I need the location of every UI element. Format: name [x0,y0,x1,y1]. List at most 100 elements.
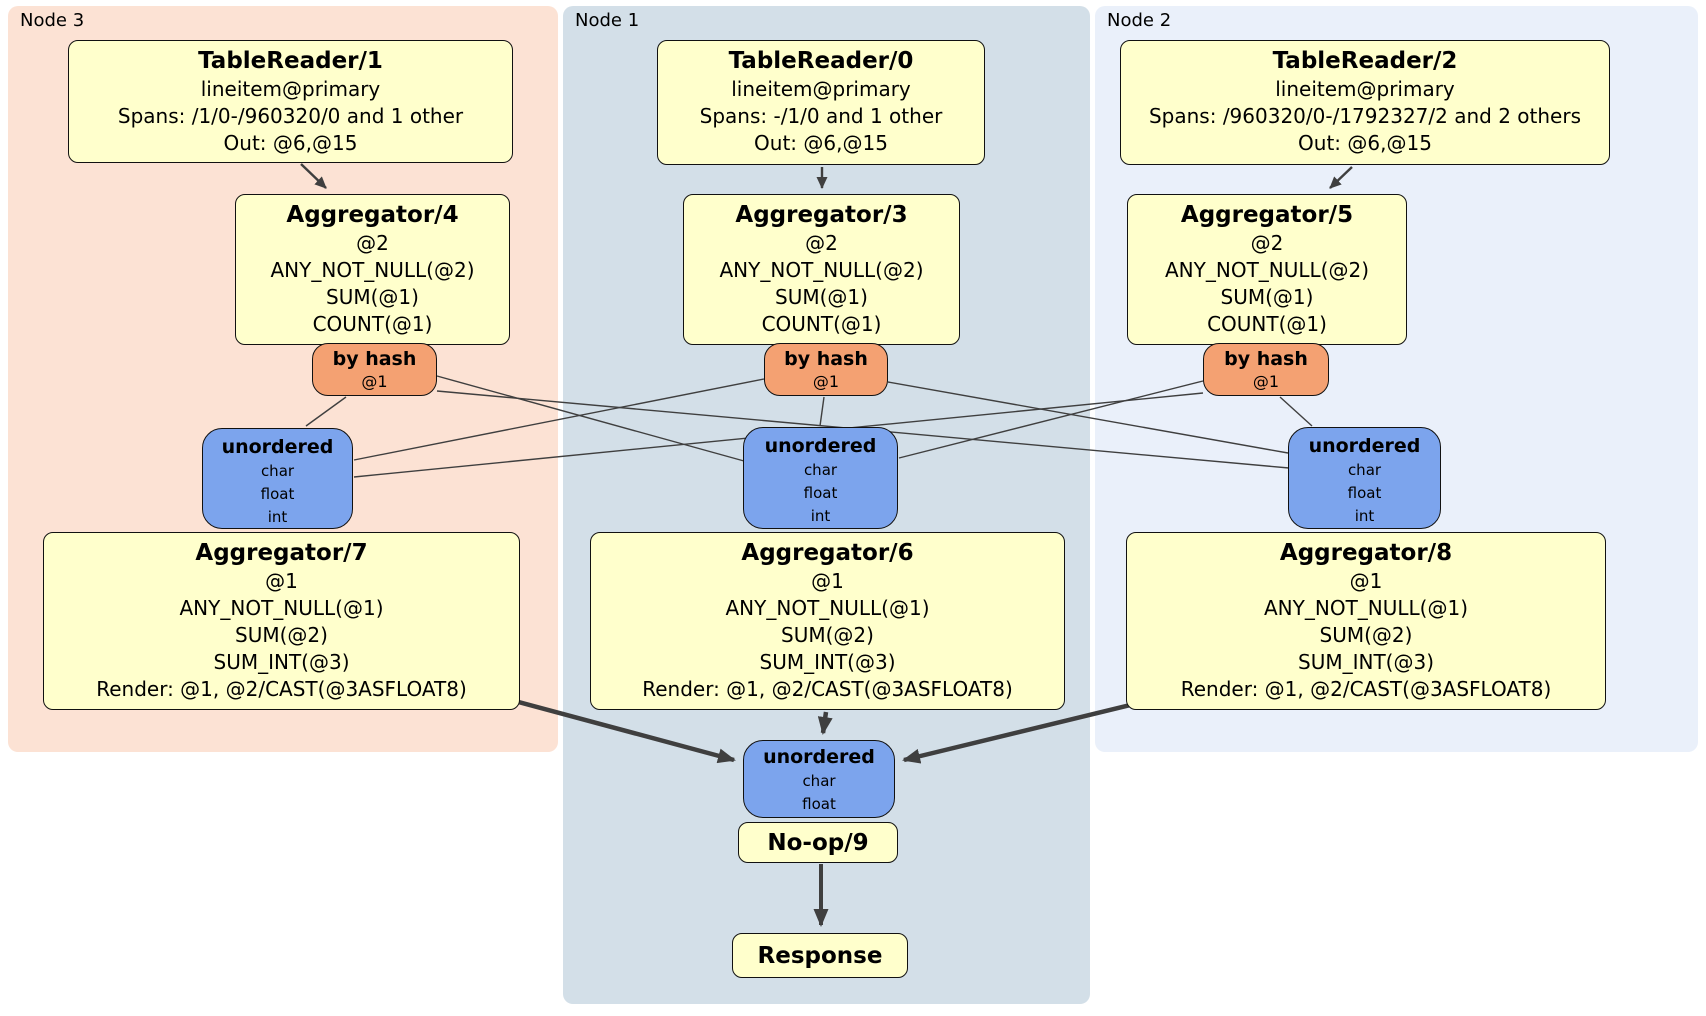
processor-line: lineitem@primary [1275,77,1455,101]
processor-title: Aggregator/5 [1180,202,1354,228]
processor-line: SUM(@2) [1319,623,1413,647]
processor-line: @2 [805,231,838,255]
stream-title: unordered [764,435,877,457]
processor-line: Render: @1, @2/CAST(@3ASFLOAT8) [96,677,467,701]
stream-title: unordered [221,436,334,458]
stream-unordered-node1: unordered char float int [743,427,898,529]
stream-type: char [802,772,836,790]
stream-type: float [1347,484,1382,502]
processor-line: SUM(@2) [235,623,328,647]
processor-line: ANY_NOT_NULL(@2) [1165,258,1369,282]
edge-hash1-stream2 [887,381,1289,454]
edge-hash1-stream3 [353,378,765,461]
processor-line: @1 [265,569,298,593]
processor-line: Render: @1, @2/CAST(@3ASFLOAT8) [642,677,1013,701]
stream-type: char [1347,461,1382,479]
processor-line: @1 [811,569,844,593]
processor-title: Response [757,942,883,969]
processor-tablereader-0: TableReader/0 lineitem@primary Spans: -/… [657,40,985,165]
stream-type: int [1354,507,1375,525]
processor-response: Response [732,933,908,978]
stream-type: int [810,507,831,525]
stream-type: float [260,485,295,503]
processor-line: SUM_INT(@3) [759,650,896,674]
processor-line: @2 [356,231,389,255]
processor-title: TableReader/1 [198,48,383,74]
router-detail: @1 [1252,372,1280,391]
processor-title: Aggregator/8 [1279,540,1453,566]
edge-hash3-stream3 [305,396,347,427]
processor-line: COUNT(@1) [1207,312,1327,336]
processor-line: Out: @6,@15 [754,131,888,155]
stream-unordered-node2: unordered char float int [1288,427,1441,529]
processor-line: COUNT(@1) [312,312,433,336]
processor-aggregator-8: Aggregator/8 @1 ANY_NOT_NULL(@1) SUM(@2)… [1126,532,1606,710]
node2-label: Node 2 [1107,10,1172,31]
router-by-hash-node1: by hash @1 [764,343,888,396]
processor-title: Aggregator/7 [195,540,368,566]
edge-agg8-final [902,698,1148,764]
processor-line: SUM_INT(@3) [1298,650,1434,674]
processor-title: Aggregator/6 [741,540,914,566]
router-detail: @1 [361,372,388,391]
processor-line: @2 [1250,231,1284,255]
node1-label: Node 1 [575,10,640,31]
processor-line: Spans: /960320/0-/1792327/2 and 2 others [1148,104,1581,128]
processor-line: SUM(@1) [775,285,868,309]
processor-aggregator-6: Aggregator/6 @1 ANY_NOT_NULL(@1) SUM(@2)… [590,532,1065,710]
edge-hash1-stream1 [819,396,825,427]
stream-type: char [803,461,838,479]
processor-line: Out: @6,@15 [1298,131,1432,155]
stream-unordered-final: unordered char float [743,740,895,818]
processor-line: ANY_NOT_NULL(@2) [719,258,924,282]
stream-type: float [802,795,836,813]
processor-line: SUM(@1) [326,285,419,309]
processor-line: COUNT(@1) [761,312,882,336]
processor-line: lineitem@primary [731,77,911,101]
router-by-hash-node3: by hash @1 [312,343,437,396]
stream-type: char [260,462,295,480]
processor-line: ANY_NOT_NULL(@1) [725,596,930,620]
router-by-hash-node2: by hash @1 [1203,343,1329,396]
processor-line: ANY_NOT_NULL(@1) [179,596,384,620]
processor-aggregator-7: Aggregator/7 @1 ANY_NOT_NULL(@1) SUM(@2)… [43,532,520,710]
node3-label: Node 3 [20,10,85,31]
router-title: by hash [332,348,417,370]
processor-line: SUM(@1) [1220,285,1314,309]
router-title: by hash [784,348,868,370]
processor-title: No-op/9 [767,829,869,856]
processor-title: TableReader/2 [1272,48,1458,74]
edge-tr2-agg5 [1329,166,1353,189]
stream-title: unordered [1308,435,1421,457]
processor-title: Aggregator/3 [735,202,908,228]
edge-tr1-agg4 [300,163,327,189]
processor-line: Render: @1, @2/CAST(@3ASFLOAT8) [1180,677,1552,701]
processor-tablereader-2: TableReader/2 lineitem@primary Spans: /9… [1120,40,1610,165]
edge-agg7-final [499,694,736,764]
edge-hash3-stream1 [436,375,745,462]
stream-unordered-node3: unordered char float int [202,428,353,529]
processor-line: SUM(@2) [781,623,874,647]
processor-line: Spans: -/1/0 and 1 other [699,104,943,128]
router-detail: @1 [812,372,840,391]
processor-line: Out: @6,@15 [223,131,358,155]
edge-agg6-final [817,711,833,735]
edge-hash2-stream2 [1279,396,1313,427]
router-title: by hash [1224,348,1308,370]
processor-aggregator-3: Aggregator/3 @2 ANY_NOT_NULL(@2) SUM(@1)… [683,194,960,345]
stream-title: unordered [763,746,875,768]
processor-line: Spans: /1/0-/960320/0 and 1 other [117,104,464,128]
processor-tablereader-1: TableReader/1 lineitem@primary Spans: /1… [68,40,513,163]
processor-line: @1 [1349,569,1383,593]
stream-type: int [267,508,288,526]
processor-title: Aggregator/4 [286,202,459,228]
processor-noop-9: No-op/9 [738,822,898,863]
processor-line: ANY_NOT_NULL(@2) [270,258,475,282]
processor-title: TableReader/0 [728,48,914,74]
processor-line: lineitem@primary [200,77,381,101]
processor-aggregator-4: Aggregator/4 @2 ANY_NOT_NULL(@2) SUM(@1)… [235,194,510,345]
processor-line: SUM_INT(@3) [213,650,350,674]
stream-type: float [803,484,838,502]
